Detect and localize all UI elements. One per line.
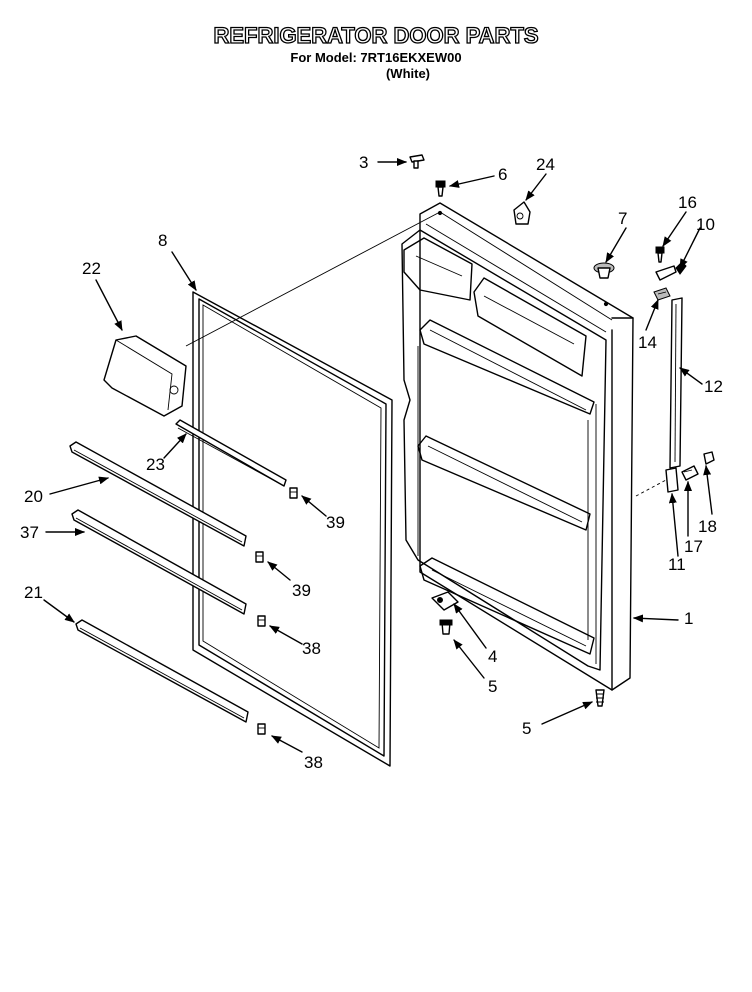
- shelf-bar-middle: [71, 509, 247, 615]
- end-cap-39-upper: [289, 487, 298, 499]
- hinge-screw-top: [435, 180, 446, 197]
- door-plug: [409, 154, 425, 169]
- door-handle-bar: [669, 297, 683, 469]
- handle-bottom-hardware: [635, 451, 715, 497]
- callout-3: 3: [359, 153, 368, 172]
- callout-10: 10: [696, 215, 715, 234]
- callout-23: 23: [146, 455, 165, 474]
- callout-5-upper: 5: [488, 677, 497, 696]
- shelf-bar-bottom: [75, 619, 249, 723]
- callout-38-upper: 38: [302, 639, 321, 658]
- callout-leaders: [43, 158, 713, 753]
- callout-38-lower: 38: [304, 753, 323, 772]
- callout-4: 4: [488, 647, 497, 666]
- end-cap-38-upper: [257, 615, 266, 627]
- callout-11: 11: [668, 555, 686, 574]
- hinge-cover: [513, 201, 531, 225]
- shelf-retainer-short: [175, 419, 287, 487]
- callout-20: 20: [24, 487, 43, 506]
- callout-6: 6: [498, 165, 507, 184]
- callout-21: 21: [24, 583, 43, 602]
- callout-12: 12: [704, 377, 723, 396]
- bottom-hinge: [431, 591, 605, 707]
- callout-18: 18: [698, 517, 717, 536]
- callout-5-lower: 5: [522, 719, 531, 738]
- callout-22: 22: [82, 259, 101, 278]
- callout-37: 37: [20, 523, 39, 542]
- end-cap-38-lower: [257, 723, 266, 735]
- callout-8: 8: [158, 231, 167, 250]
- callout-16: 16: [678, 193, 697, 212]
- refrigerator-door: [401, 202, 634, 691]
- hinge-assembly: [653, 246, 687, 301]
- callout-7: 7: [618, 209, 627, 228]
- end-cap-39-lower: [255, 551, 264, 563]
- callout-17: 17: [684, 537, 703, 556]
- callout-24: 24: [536, 155, 555, 174]
- assembly-leader: [185, 211, 441, 347]
- door-stop: [593, 262, 615, 279]
- callout-39-lower: 39: [292, 581, 311, 600]
- callout-1: 1: [684, 609, 693, 628]
- door-gasket: [192, 291, 393, 767]
- dairy-door: [103, 335, 187, 417]
- shelf-bar-upper: [69, 441, 247, 547]
- callout-14: 14: [638, 333, 657, 352]
- color-variant: (White): [386, 66, 430, 81]
- diagram-title: REFRIGERATOR DOOR PARTS: [213, 23, 538, 48]
- callout-39-upper: 39: [326, 513, 345, 532]
- model-number: For Model: 7RT16EKXEW00: [290, 50, 461, 65]
